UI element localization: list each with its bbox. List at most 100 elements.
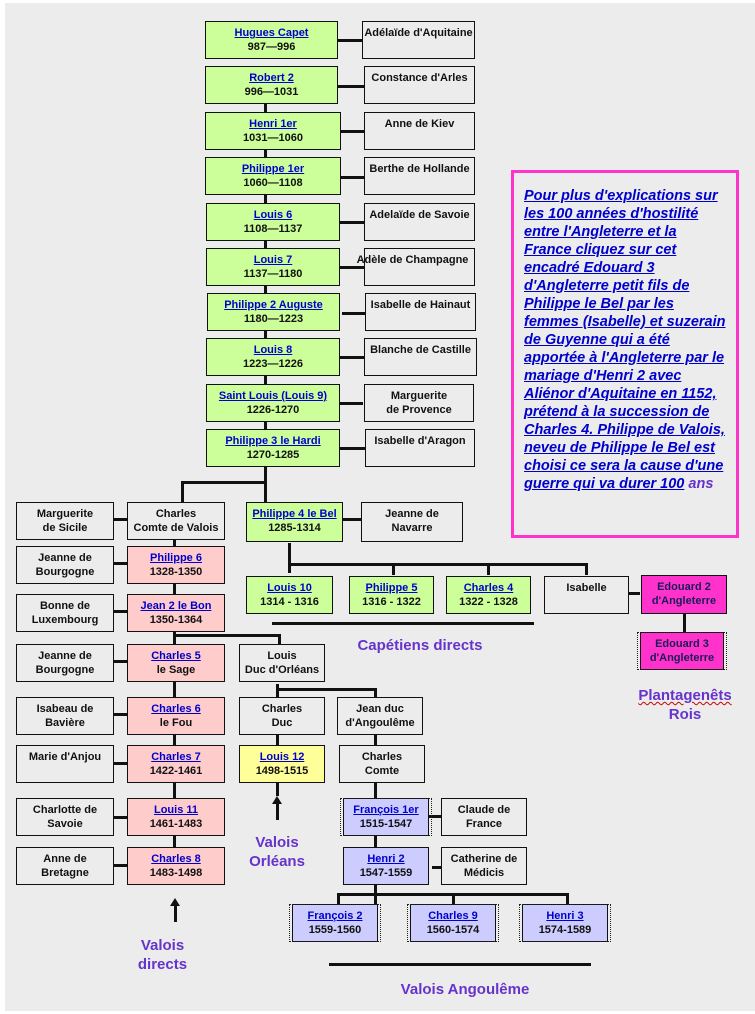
king-name-link[interactable]: Henri 3 [546,910,584,922]
spouse-name: de Provence [386,404,452,416]
king-name-link[interactable]: Louis 11 [153,804,199,816]
king-box-louis-8[interactable]: Louis 8 1223—1226 [206,338,340,376]
king-name-link[interactable]: Charles 4 [463,582,514,594]
king-box-louis-7[interactable]: Louis 7 1137—1180 [206,248,340,286]
spouse-box: Marie d'Anjou [16,745,114,783]
connector-line [288,563,588,566]
spouse-name: Navarre [391,522,433,534]
connector-line [487,563,490,575]
king-name-link[interactable]: Charles 5 [151,650,201,662]
king-name-link[interactable]: Philippe 1er [241,163,305,175]
connector-line [181,481,184,503]
info-link-text[interactable]: Pour plus d'explications sur les 100 ann… [524,188,726,492]
reign-years: 1270-1285 [246,449,300,461]
connector-line [452,893,455,905]
king-name-link[interactable]: François 2 [307,910,363,922]
connector-line [340,356,365,359]
king-box-hugues-capet[interactable]: Hugues Capet 987—996 [205,21,338,59]
spouse-name: Adèle de Champagne [356,254,469,266]
spouse-name: Médicis [463,867,505,879]
king-name-link[interactable]: Saint Louis (Louis 9) [218,390,328,402]
king-box-francois-2[interactable]: François 2 1559-1560 [289,904,381,942]
label-line: Orléans [249,853,305,870]
connector-line [181,481,267,484]
king-name-link[interactable]: Louis 6 [253,209,293,221]
king-box-francois-1er[interactable]: François 1er 1515-1547 [340,798,432,836]
king-name-link[interactable]: Robert 2 [249,72,294,84]
person-box-charles-duc: Charles Duc [239,697,325,735]
connector-line [340,402,363,405]
king-name-link[interactable]: Louis 7 [253,254,293,266]
king-box-philippe-5[interactable]: Philippe 5 1316 - 1322 [349,576,434,614]
person-name: d'Angleterre [651,595,717,607]
reign-years: 1461-1483 [149,818,203,830]
king-box-philippe-1er[interactable]: Philippe 1er 1060—1108 [205,157,341,195]
king-box-jean-2[interactable]: Jean 2 le Bon 1350-1364 [127,594,225,632]
king-name-link[interactable]: Charles 6 [151,703,201,715]
king-name-link[interactable]: Philippe 3 le Hardi [225,435,321,447]
king-name-link[interactable]: Philippe 6 [150,552,202,564]
king-box-louis-6[interactable]: Louis 6 1108—1137 [206,203,340,241]
reign-years: 987—996 [247,41,296,53]
spouse-box: Isabelle de Hainaut [365,293,476,331]
connector-line [428,815,442,818]
king-name-link[interactable]: Louis 12 [259,751,305,763]
connector-line [113,864,128,867]
king-name-link[interactable]: Hugues Capet [234,27,309,39]
king-name-link[interactable]: Henri 1er [249,118,297,130]
arrow-up-icon [272,796,282,820]
king-box-charles-9[interactable]: Charles 9 1560-1574 [407,904,499,942]
king-box-louis-11[interactable]: Louis 11 1461-1483 [127,798,225,836]
king-box-charles-6[interactable]: Charles 6 le Fou [127,697,225,735]
king-name-link[interactable]: Jean 2 le Bon [140,600,212,612]
king-name-link[interactable]: Philippe 4 le Bel [252,508,337,520]
person-box-jean-duc-angouleme: Jean duc d'Angoulême [337,697,423,735]
king-name-link[interactable]: François 1er [353,804,419,816]
spouse-name: Claude de [457,804,511,816]
connector-line [113,816,128,819]
reign-years: 1559-1560 [308,924,362,936]
person-name: Comte [364,765,400,777]
king-box-philippe-6[interactable]: Philippe 6 1328-1350 [127,546,225,584]
spouse-box: Jeanne de Bourgogne [16,644,114,682]
reign-years: 1422-1461 [149,765,203,777]
king-name-link[interactable]: Henri 2 [367,853,405,865]
spouse-name: Bourgogne [35,566,95,578]
king-box-charles-4[interactable]: Charles 4 1322 - 1328 [446,576,531,614]
king-name-link[interactable]: Philippe 2 Auguste [224,299,323,311]
king-box-philippe-4[interactable]: Philippe 4 le Bel 1285-1314 [246,502,343,542]
king-box-charles-5[interactable]: Charles 5 le Sage [127,644,225,682]
king-box-charles-8[interactable]: Charles 8 1483-1498 [127,847,225,885]
king-name-link[interactable]: Louis 10 [267,582,312,594]
king-box-edouard-3: Edouard 3 d'Angleterre [637,632,727,670]
spouse-name: Isabelle d'Aragon [374,435,466,447]
king-box-henri-2[interactable]: Henri 2 1547-1559 [343,847,429,885]
king-box-louis-10[interactable]: Louis 10 1314 - 1316 [246,576,333,614]
king-box-charles-7[interactable]: Charles 7 1422-1461 [127,745,225,783]
spouse-box: Marguerite de Provence [364,384,474,422]
king-box-philippe-2-auguste[interactable]: Philippe 2 Auguste 1180—1223 [207,293,340,331]
hundred-years-war-info-box[interactable]: Pour plus d'explications sur les 100 ann… [511,170,739,538]
king-box-philippe-3[interactable]: Philippe 3 le Hardi 1270-1285 [206,429,340,467]
king-box-henri-1er[interactable]: Henri 1er 1031—1060 [205,112,341,150]
king-name-link[interactable]: Charles 9 [428,910,478,922]
reign-years: 1498-1515 [255,765,309,777]
reign-years: 1285-1314 [268,522,321,534]
person-box-charles-comte-de-valois: Charles Comte de Valois [127,502,225,540]
king-name-link[interactable]: Philippe 5 [365,582,418,594]
king-box-saint-louis[interactable]: Saint Louis (Louis 9) 1226-1270 [206,384,340,422]
king-box-louis-12[interactable]: Louis 12 1498-1515 [239,745,325,783]
reign-years: 1226-1270 [246,404,300,416]
connector-line [342,312,365,315]
connector-line [628,592,640,595]
label-line: Valois [255,834,299,851]
king-box-henri-3[interactable]: Henri 3 1574-1589 [519,904,611,942]
king-name-link[interactable]: Charles 8 [151,853,201,865]
spouse-name: Marguerite [390,390,448,402]
connector-line [276,684,279,796]
connector-line [340,221,365,224]
king-box-robert-2[interactable]: Robert 2 996—1031 [205,66,338,104]
king-name-link[interactable]: Charles 7 [151,751,201,763]
spouse-box: Anne de Kiev [364,112,475,150]
king-name-link[interactable]: Louis 8 [253,344,293,356]
